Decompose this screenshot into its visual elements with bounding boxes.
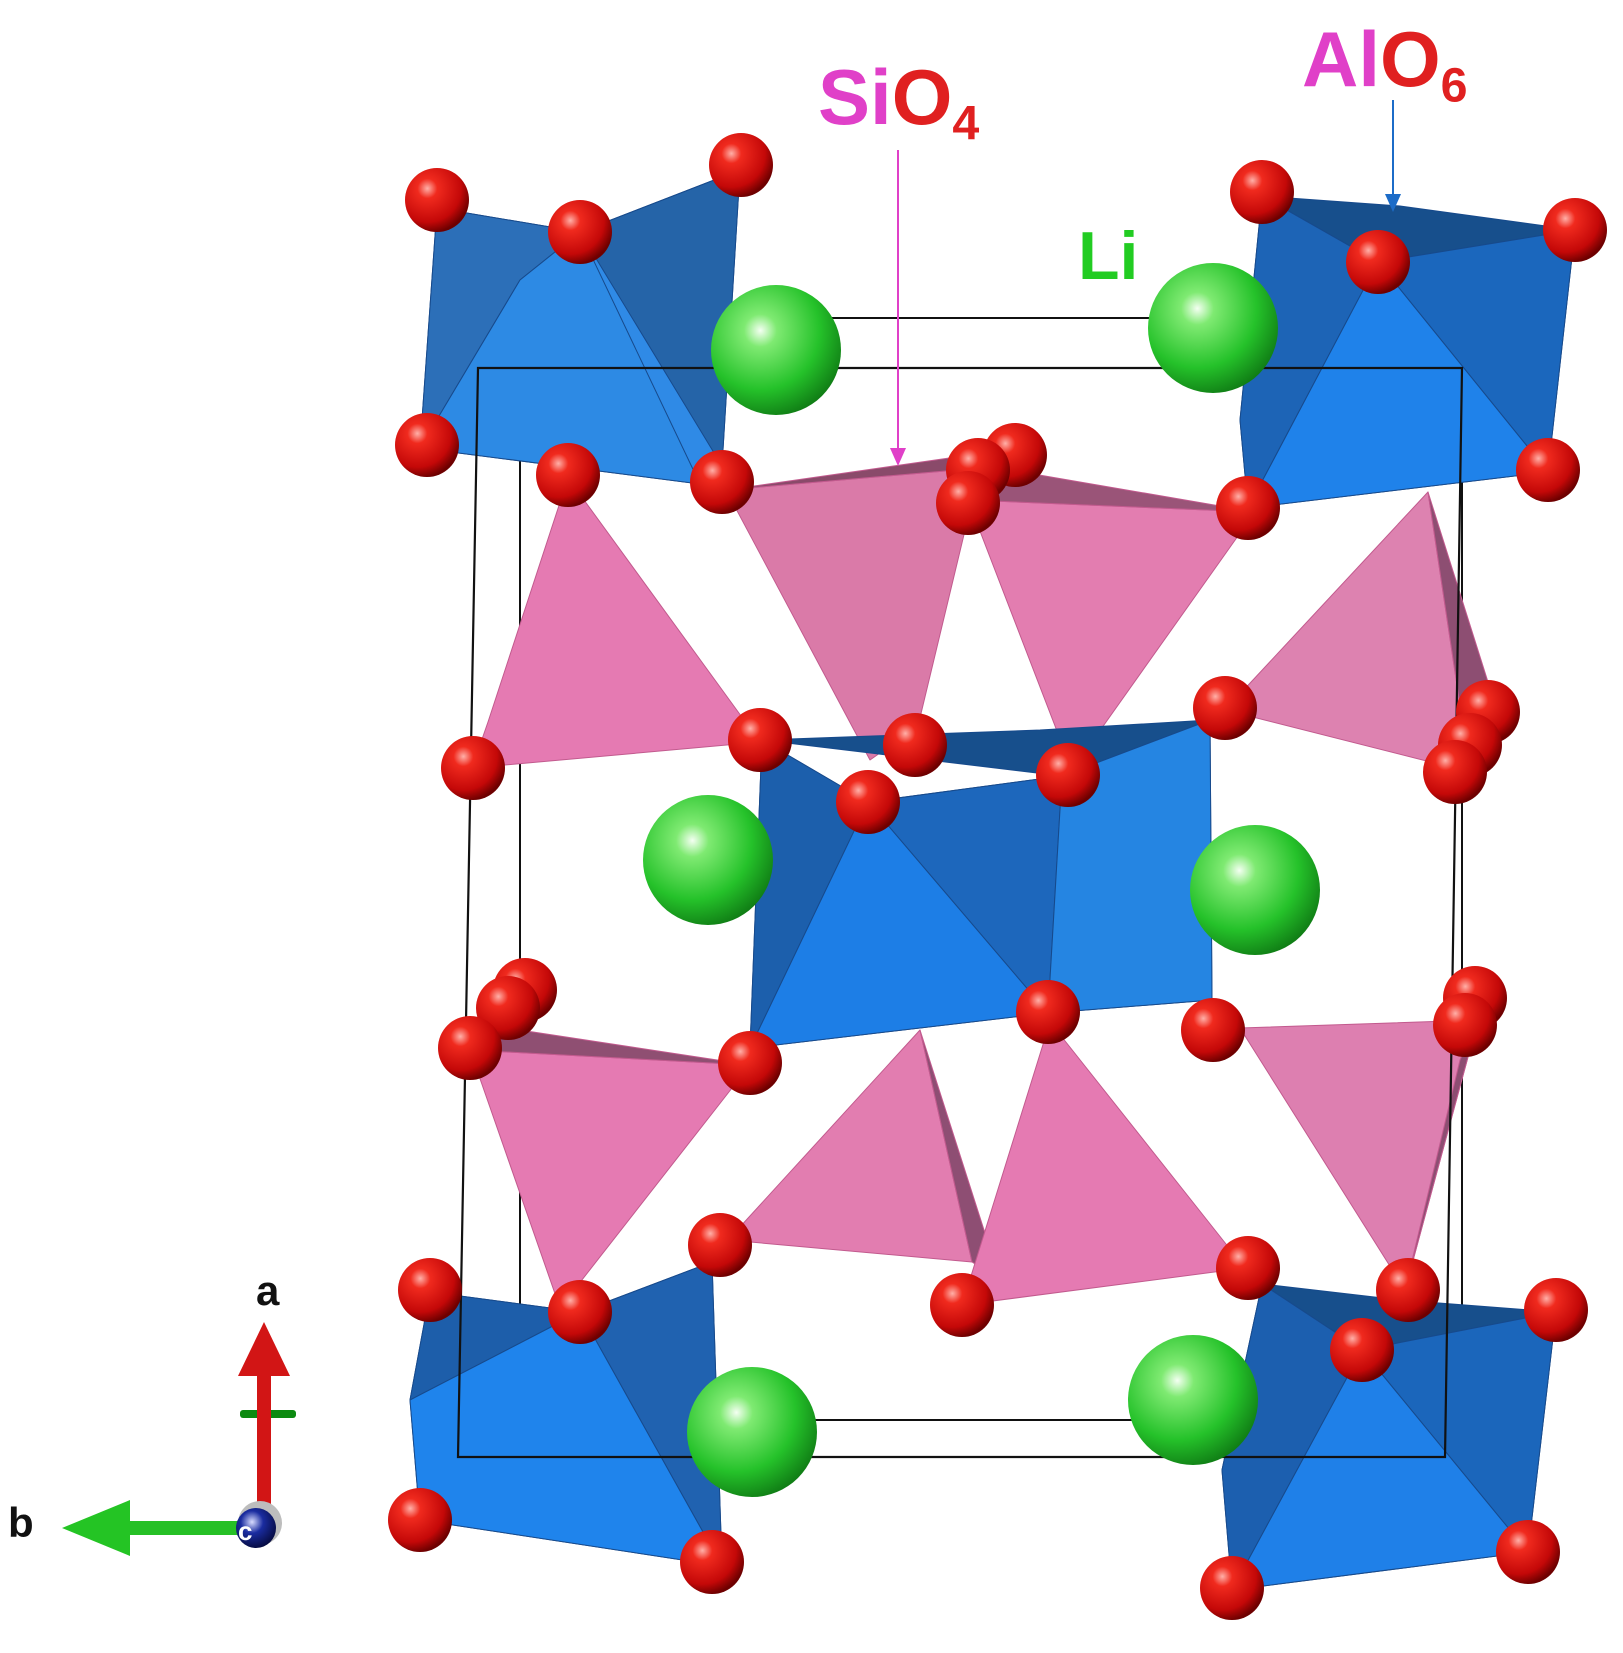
oxygen-atom	[395, 413, 459, 477]
oxygen-atom	[548, 200, 612, 264]
alo6-octahedron	[1221, 1283, 1557, 1591]
oxygen-atom	[728, 708, 792, 772]
oxygen-atom	[1230, 160, 1294, 224]
oxygen-atom	[398, 1258, 462, 1322]
sio4-tetrahedron	[1239, 1019, 1479, 1291]
unit-cell-front	[456, 366, 1464, 1459]
sio4-label-subscript: 4	[952, 96, 980, 151]
oxygen-atom	[936, 471, 1000, 535]
sio4-label-o: O	[891, 53, 953, 141]
oxygen-atom	[1216, 476, 1280, 540]
alo6-label-o: O	[1380, 15, 1441, 103]
li-label: Li	[1078, 218, 1139, 294]
oxygen-atom	[388, 1488, 452, 1552]
oxygen-atom	[1346, 230, 1410, 294]
axis-a-arrow-head	[238, 1322, 290, 1376]
axis-b-label: b	[8, 1499, 34, 1546]
lithium-atom	[643, 795, 773, 925]
sio4-tetrahedron	[471, 477, 761, 769]
sio4-tetrahedron	[961, 1021, 1246, 1306]
sio4-label-si: Si	[818, 53, 892, 141]
oxygen-atom	[883, 713, 947, 777]
axis-c-sphere	[236, 1508, 276, 1548]
oxygen-atom	[836, 770, 900, 834]
oxygen-atoms	[388, 133, 1607, 1620]
axis-indicator	[62, 1322, 296, 1556]
oxygen-atom	[1216, 1236, 1280, 1300]
oxygen-atom	[536, 443, 600, 507]
sio4-pointer-head	[890, 448, 906, 466]
oxygen-atom	[1516, 438, 1580, 502]
sio4-tetrahedra	[469, 449, 1501, 1309]
alo6-octahedron	[1239, 195, 1576, 509]
oxygen-atom	[1330, 1318, 1394, 1382]
oxygen-atom	[441, 736, 505, 800]
lithium-atom	[711, 285, 841, 415]
oxygen-atom	[1016, 980, 1080, 1044]
oxygen-atom	[476, 976, 540, 1040]
oxygen-atom	[718, 1031, 782, 1095]
oxygen-atom	[680, 1530, 744, 1594]
oxygen-atom	[1423, 740, 1487, 804]
oxygen-atom	[1181, 998, 1245, 1062]
axis-b-arrow-head	[62, 1500, 130, 1556]
axis-a-arrow-shaft	[257, 1360, 271, 1528]
alo6-label: AlO6	[1302, 20, 1468, 110]
oxygen-atom	[1193, 676, 1257, 740]
lithium-atom	[1148, 263, 1278, 393]
oxygen-atom	[548, 1280, 612, 1344]
alo6-octahedron	[749, 719, 1213, 1049]
lithium-atom	[1190, 825, 1320, 955]
lithium-atoms	[643, 263, 1320, 1497]
oxygen-atom	[709, 133, 773, 197]
annotation-arrows	[890, 100, 1401, 466]
oxygen-atom	[688, 1213, 752, 1277]
oxygen-atom	[1200, 1556, 1264, 1620]
axis-a-label: a	[256, 1267, 280, 1314]
oxygen-atom	[1543, 198, 1607, 262]
lithium-atom	[687, 1367, 817, 1497]
oxygen-atom	[690, 450, 754, 514]
oxygen-atom	[1433, 993, 1497, 1057]
oxygen-atom	[1524, 1278, 1588, 1342]
lithium-atom	[1128, 1335, 1258, 1465]
axis-b-arrow-shaft	[120, 1521, 260, 1535]
sio4-label: SiO4	[818, 58, 979, 148]
axis-c-label: c	[238, 1516, 253, 1546]
alo6-octahedra	[409, 169, 1576, 1591]
alo6-label-al: Al	[1302, 15, 1380, 103]
oxygen-atom	[405, 168, 469, 232]
alo6-octahedron	[409, 1261, 723, 1567]
oxygen-atom	[438, 1016, 502, 1080]
oxygen-atom	[930, 1273, 994, 1337]
oxygen-atom	[1036, 743, 1100, 807]
alo6-pointer-head	[1385, 194, 1401, 212]
alo6-label-subscript: 6	[1440, 58, 1468, 113]
oxygen-atom	[1376, 1258, 1440, 1322]
oxygen-atom	[1496, 1520, 1560, 1584]
